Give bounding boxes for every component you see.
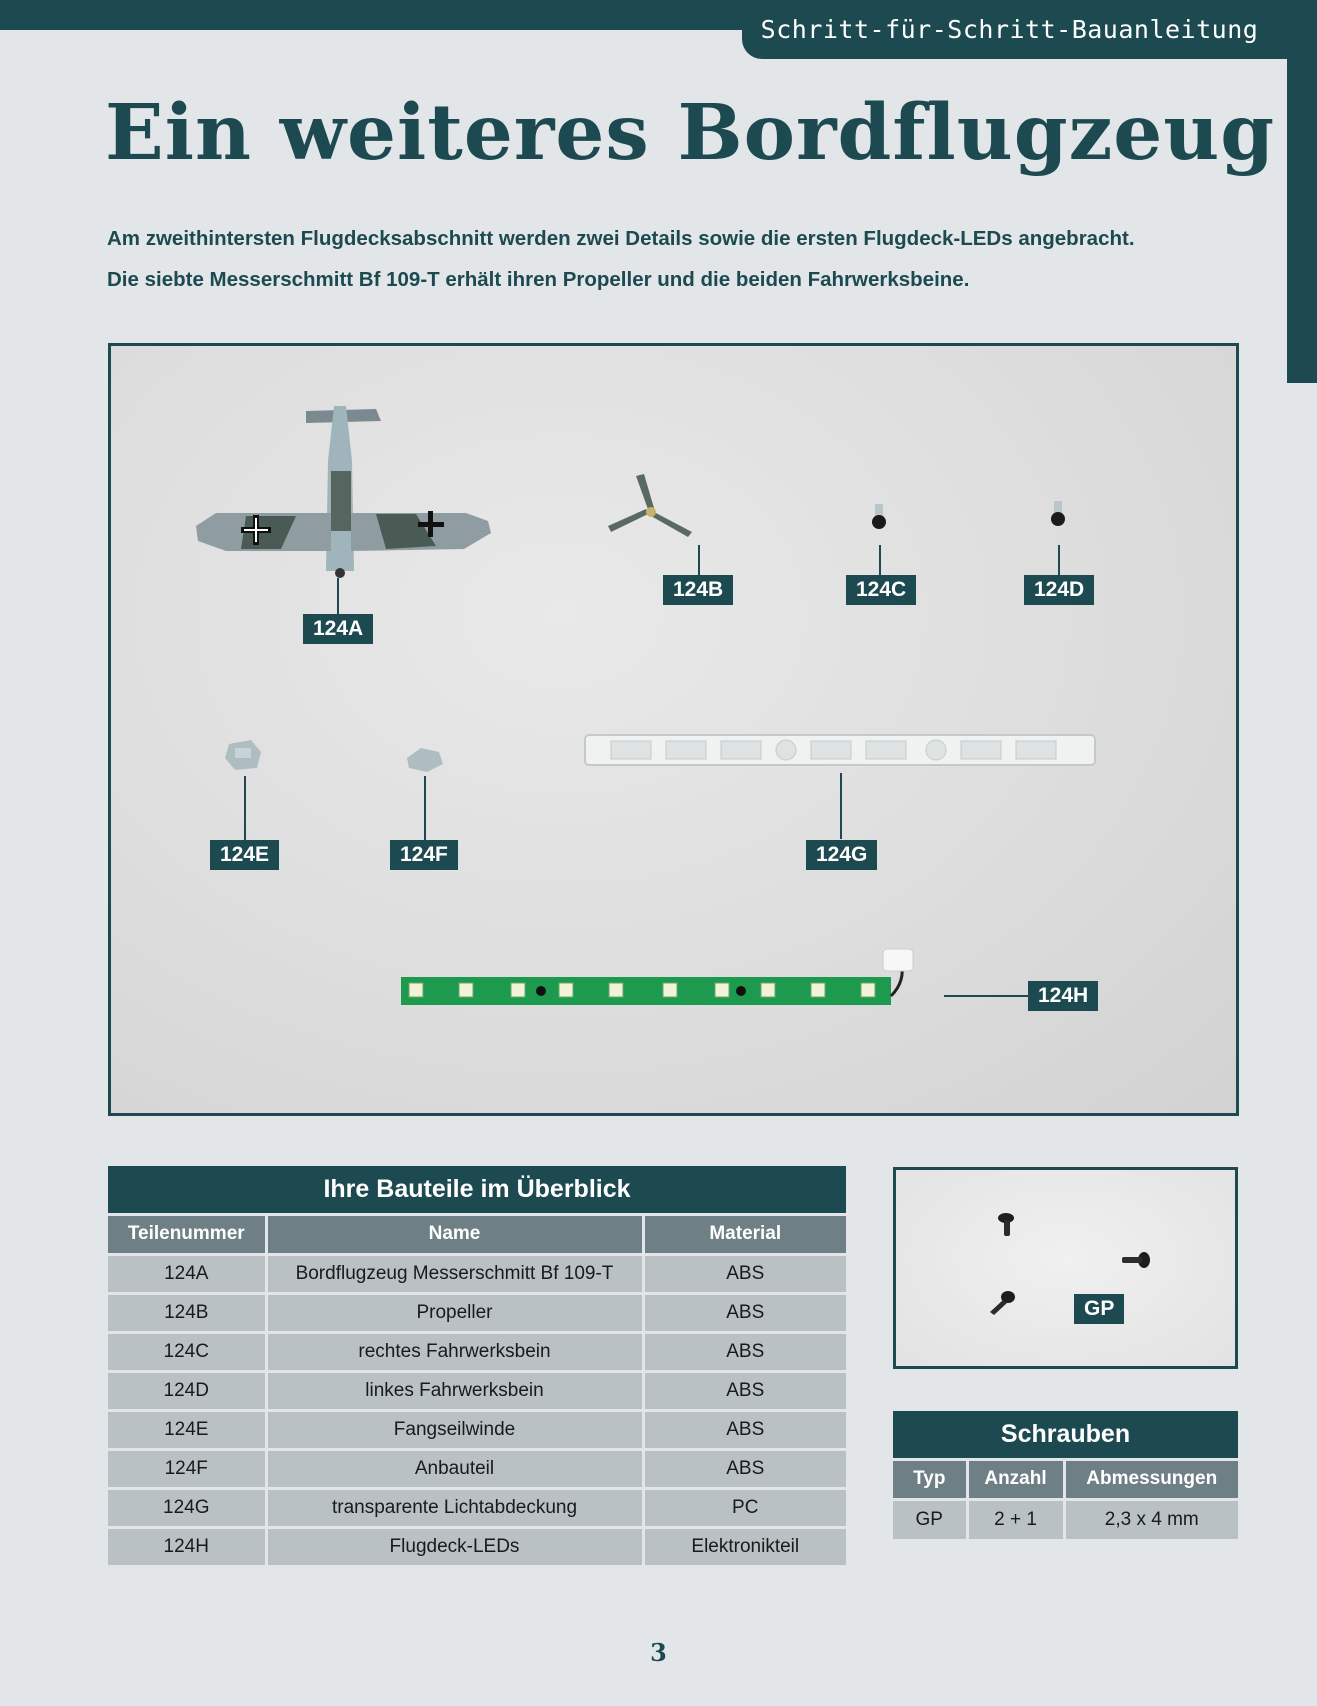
table-row: 124H Flugdeck-LEDs Elektronikteil: [108, 1527, 846, 1568]
table-row: 124C rechtes Fahrwerksbein ABS: [108, 1332, 846, 1373]
part-name: rechtes Fahrwerksbein: [266, 1332, 645, 1373]
airplane-image: [196, 406, 491, 578]
part-name: Bordflugzeug Messerschmitt Bf 109-T: [266, 1254, 645, 1295]
page-title: Ein weiteres Bordflugzeug: [105, 88, 1276, 178]
led-strip-image: [401, 948, 914, 1005]
table-row: 124D linkes Fahrwerksbein ABS: [108, 1371, 846, 1412]
page-number: 3: [650, 1638, 667, 1667]
screw-image: [998, 1213, 1014, 1236]
part-material: ABS: [643, 1254, 846, 1295]
parts-table-title: Ihre Bauteile im Überblick: [108, 1166, 846, 1216]
screw-type: GP: [893, 1499, 969, 1539]
column-header: Material: [643, 1214, 846, 1256]
screw-table: Schrauben Typ Anzahl Abmessungen GP 2 + …: [893, 1411, 1238, 1539]
part-material: Elektronikteil: [643, 1527, 846, 1568]
part-number: 124A: [108, 1254, 268, 1295]
attachment-part-image: [407, 748, 443, 772]
part-label-124b: 124B: [663, 575, 734, 605]
screw-image: [1122, 1252, 1150, 1268]
part-material: ABS: [643, 1449, 846, 1490]
part-label-124e: 124E: [210, 840, 280, 870]
parts-table: Ihre Bauteile im Überblick Teilenummer N…: [108, 1166, 846, 1568]
section-title: Schritt-für-Schritt-Bauanleitung: [760, 15, 1259, 44]
propeller-image: [608, 474, 692, 537]
column-header: Abmessungen: [1064, 1459, 1238, 1501]
part-label-124c: 124C: [846, 575, 917, 605]
part-material: ABS: [643, 1410, 846, 1451]
part-number: 124F: [108, 1449, 268, 1490]
part-material: ABS: [643, 1332, 846, 1373]
arrestor-winch-image: [225, 740, 261, 770]
side-accent-bar: [1287, 59, 1317, 383]
part-label-124d: 124D: [1024, 575, 1095, 605]
table-row: 124G transparente Lichtabdeckung PC: [108, 1488, 846, 1529]
screw-photo: GP: [893, 1167, 1238, 1369]
table-row: 124A Bordflugzeug Messerschmitt Bf 109-T…: [108, 1254, 846, 1295]
column-header: Name: [266, 1214, 645, 1256]
part-material: ABS: [643, 1293, 846, 1334]
table-row: 124F Anbauteil ABS: [108, 1449, 846, 1490]
screw-dimensions: 2,3 x 4 mm: [1064, 1499, 1238, 1539]
part-number: 124E: [108, 1410, 268, 1451]
part-number: 124H: [108, 1527, 268, 1568]
column-header: Teilenummer: [108, 1214, 268, 1256]
part-number: 124C: [108, 1332, 268, 1373]
parts-photo: 124A 124B 124C 124D 124E 124F: [108, 343, 1239, 1116]
part-number: 124D: [108, 1371, 268, 1412]
part-name: transparente Lichtabdeckung: [266, 1488, 645, 1529]
part-material: ABS: [643, 1371, 846, 1412]
part-name: linkes Fahrwerksbein: [266, 1371, 645, 1412]
part-name: Propeller: [266, 1293, 645, 1334]
part-name: Fangseilwinde: [266, 1410, 645, 1451]
part-label-124h: 124H: [1028, 981, 1099, 1011]
screw-table-title: Schrauben: [893, 1411, 1238, 1461]
part-label-124a: 124A: [303, 614, 374, 644]
table-row: GP 2 + 1 2,3 x 4 mm: [893, 1499, 1238, 1539]
landing-gear-left-image: [1051, 501, 1065, 526]
intro-text: Am zweithintersten Flugdecksabschnitt we…: [107, 218, 1217, 300]
part-label-124g: 124G: [806, 840, 878, 870]
light-cover-image: [584, 734, 1096, 766]
landing-gear-right-image: [872, 504, 886, 529]
part-name: Flugdeck-LEDs: [266, 1527, 645, 1568]
intro-line: Die siebte Messerschmitt Bf 109-T erhält…: [107, 268, 970, 291]
part-number: 124B: [108, 1293, 268, 1334]
screw-image: [990, 1291, 1015, 1315]
screw-count: 2 + 1: [967, 1499, 1066, 1539]
part-label-124f: 124F: [390, 840, 458, 870]
part-number: 124G: [108, 1488, 268, 1529]
screw-label: GP: [1074, 1294, 1125, 1324]
intro-line: Am zweithintersten Flugdecksabschnitt we…: [107, 227, 1135, 250]
table-row: 124B Propeller ABS: [108, 1293, 846, 1334]
section-header-tab: Schritt-für-Schritt-Bauanleitung: [742, 0, 1317, 59]
column-header: Typ: [893, 1459, 969, 1501]
part-name: Anbauteil: [266, 1449, 645, 1490]
part-material: PC: [643, 1488, 846, 1529]
table-row: 124E Fangseilwinde ABS: [108, 1410, 846, 1451]
column-header: Anzahl: [967, 1459, 1066, 1501]
